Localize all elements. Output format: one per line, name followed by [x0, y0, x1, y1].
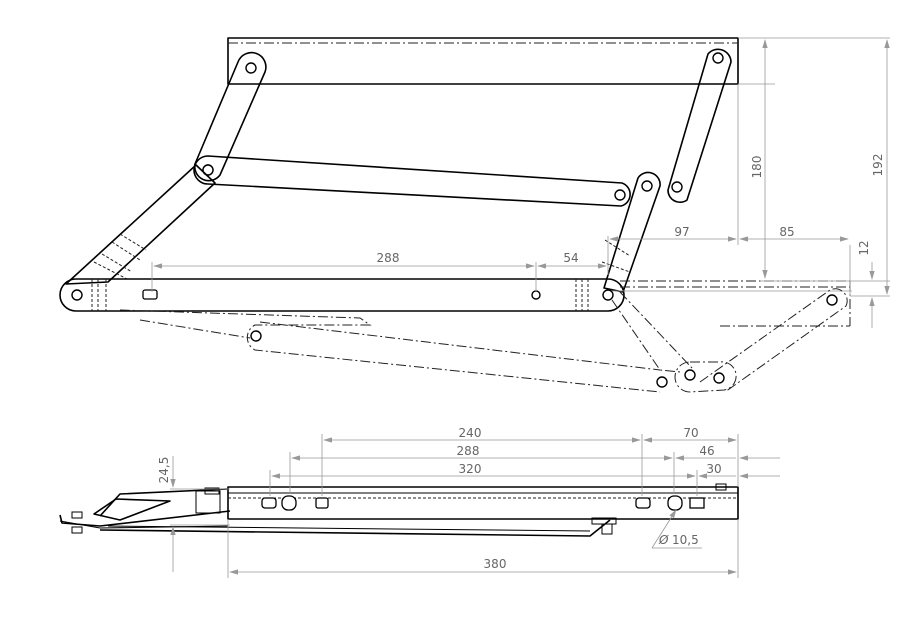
dim-192: 192	[871, 154, 885, 177]
main-lower-bar	[59, 278, 625, 312]
side-view: 240 288 320 70 46 30 24,5	[59, 426, 780, 578]
dim-30: 30	[706, 462, 721, 476]
lowered-position-ghost	[119, 288, 848, 393]
side-linkage-arm	[59, 487, 617, 537]
left-upper-link	[193, 51, 267, 182]
dim-diameter-10-5: 10,5	[672, 533, 699, 547]
right-upper-link	[667, 48, 732, 204]
rail-body	[227, 486, 739, 520]
dim-12: 12	[857, 240, 871, 255]
side-view-dimensions: 240 288 320 70 46 30 24,5	[157, 426, 780, 578]
dim-46: 46	[699, 444, 714, 458]
dim-54: 54	[563, 251, 578, 265]
dim-180: 180	[750, 156, 764, 179]
back-plate	[227, 37, 739, 85]
dim-24-5: 24,5	[157, 457, 171, 484]
dim-320: 320	[459, 462, 482, 476]
top-view-dimensions: 180 192 97 85 12 288 54	[151, 37, 890, 328]
dim-70: 70	[683, 426, 698, 440]
front-extension	[612, 280, 852, 327]
rail-holes	[261, 483, 727, 511]
dim-380: 380	[484, 557, 507, 571]
top-view: 180 192 97 85 12 288 54	[59, 37, 890, 393]
diameter-symbol: Ø	[658, 533, 669, 547]
dim-288-side: 288	[457, 444, 480, 458]
left-diagonal-strut	[65, 164, 216, 285]
dim-240: 240	[459, 426, 482, 440]
middle-bar	[193, 155, 631, 207]
dim-97: 97	[674, 225, 689, 239]
dim-288-top: 288	[377, 251, 400, 265]
right-rising-link	[601, 171, 661, 293]
dim-85: 85	[779, 225, 794, 239]
